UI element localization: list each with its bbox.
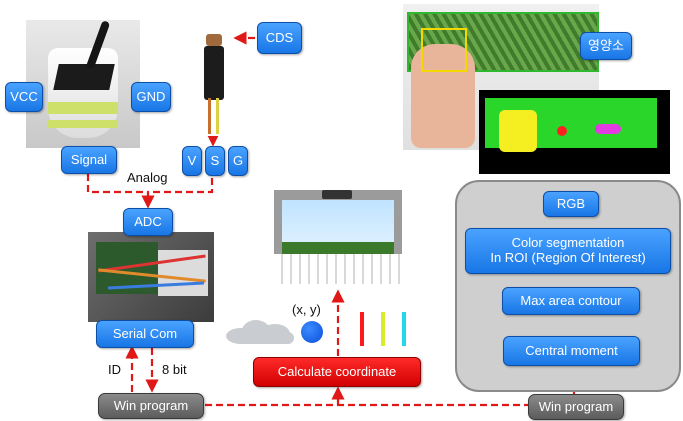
xy-text: (x, y) xyxy=(292,302,321,317)
max-area-contour-label: Max area contour xyxy=(502,287,640,315)
calculate-coordinate-label: Calculate coordinate xyxy=(253,357,421,387)
seg-yellow-blob xyxy=(499,110,537,152)
sensor-band-lower xyxy=(48,120,118,128)
win-program-left: Win program xyxy=(98,393,204,419)
cds-label: CDS xyxy=(257,22,302,54)
cds-body xyxy=(204,46,224,100)
seg-red-blob xyxy=(557,126,567,136)
color-segmentation-box: Color segmentation In ROI (Region Of Int… xyxy=(465,228,671,274)
win-program-right: Win program xyxy=(528,394,624,420)
coordinate-dot-icon xyxy=(301,321,323,343)
cloud-icon xyxy=(226,318,296,344)
central-moment-label: Central moment xyxy=(503,336,640,366)
cds-sensor-photo xyxy=(198,28,232,136)
line-vsg-down xyxy=(148,178,214,194)
cds-head xyxy=(206,34,222,46)
sensor-lid xyxy=(53,64,115,90)
segmentation-photo xyxy=(479,90,670,174)
signal-label: Signal xyxy=(61,146,117,174)
cyan-bar xyxy=(402,312,406,346)
serial-com-label: Serial Com xyxy=(96,320,194,348)
sensor-photo xyxy=(26,20,140,148)
vcc-label: VCC xyxy=(5,82,43,112)
eight-bit-text: 8 bit xyxy=(162,362,187,377)
line-signal-down xyxy=(86,174,148,194)
analog-text: Analog xyxy=(127,170,168,185)
circuit-board-photo xyxy=(88,232,214,322)
cds-lead-2 xyxy=(216,98,219,134)
red-bar xyxy=(360,312,364,346)
s-pin-label: S xyxy=(205,146,225,176)
rgb-label: RGB xyxy=(543,191,599,217)
seg-magenta-blob xyxy=(595,124,621,134)
garden-display-photo xyxy=(274,190,402,284)
gnd-label: GND xyxy=(131,82,171,112)
roi-box xyxy=(421,28,467,72)
picket-fence xyxy=(274,254,402,284)
color-segmentation-line1: Color segmentation xyxy=(511,235,625,251)
g-pin-label: G xyxy=(228,146,248,176)
sensor-band xyxy=(48,102,118,114)
yellow-bar xyxy=(381,312,385,346)
v-pin-label: V xyxy=(182,146,202,176)
color-segmentation-line2: In ROI (Region Of Interest) xyxy=(490,250,646,265)
camera xyxy=(322,190,352,199)
nutrient-label: 영양소 xyxy=(580,32,632,60)
id-text: ID xyxy=(108,362,121,377)
cds-lead-1 xyxy=(208,98,211,134)
adc-label: ADC xyxy=(123,208,173,236)
